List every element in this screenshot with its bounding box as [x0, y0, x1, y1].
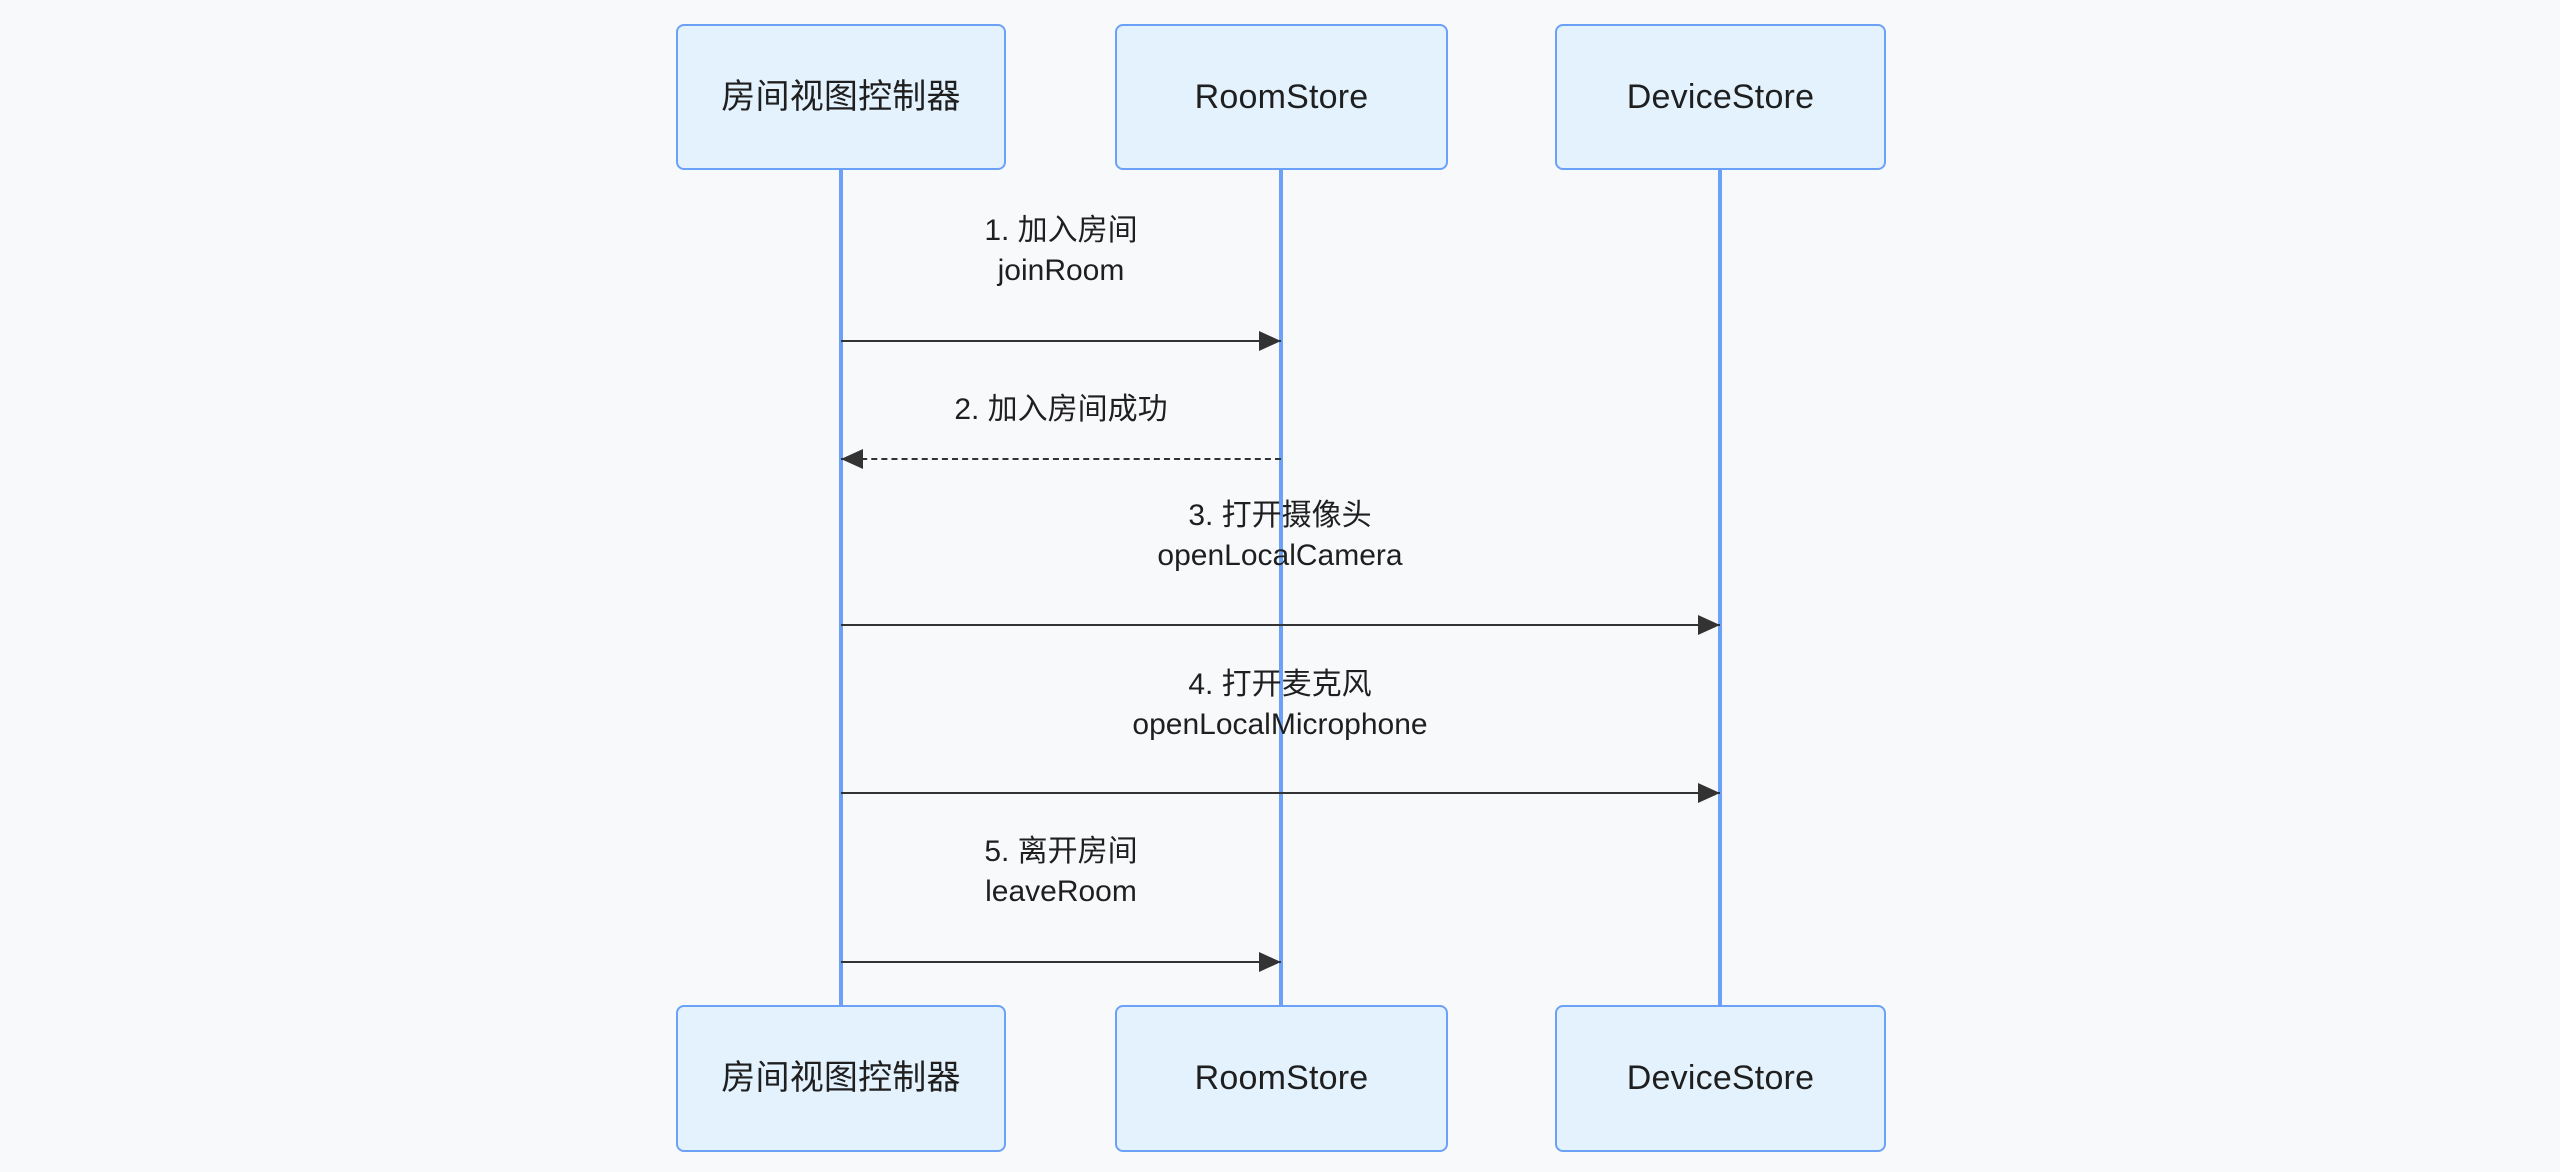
lifeline-room-store [1279, 170, 1283, 1005]
participant-box-top-device-store[interactable]: DeviceStore [1555, 24, 1886, 170]
message-label-line1-4: 4. 打开麦克风 [1188, 668, 1372, 701]
message-line-5 [841, 961, 1281, 963]
participant-label-device-store: DeviceStore [1626, 1059, 1815, 1098]
message-label-line2-4: openLocalMicrophone [1132, 707, 1428, 741]
participant-label-room-view-controller: 房间视图控制器 [721, 77, 961, 116]
message-label-line1-1: 1. 加入房间 [984, 214, 1138, 247]
message-label-2: 2. 加入房间成功 [954, 390, 1167, 430]
message-label-line1-2: 2. 加入房间成功 [954, 393, 1168, 426]
message-label-line2-1: joinRoom [997, 253, 1125, 287]
message-line-2 [841, 458, 1281, 460]
message-line-1 [841, 340, 1281, 342]
message-line-3 [841, 624, 1720, 626]
lifeline-device-store [1718, 170, 1722, 1005]
arrowhead-right-icon-1 [1259, 331, 1281, 351]
message-label-line2-5: leaveRoom [985, 874, 1137, 908]
participant-box-bottom-room-store[interactable]: RoomStore [1115, 1005, 1448, 1152]
participant-label-room-store: RoomStore [1194, 1059, 1369, 1098]
participant-label-room-view-controller: 房间视图控制器 [721, 1059, 961, 1098]
message-label-line1-3: 3. 打开摄像头 [1188, 499, 1372, 532]
arrowhead-right-icon-4 [1698, 783, 1720, 803]
arrowhead-left-icon-2 [841, 449, 863, 469]
arrowhead-right-icon-5 [1259, 952, 1281, 972]
participant-box-top-room-store[interactable]: RoomStore [1115, 24, 1448, 170]
message-label-1: 1. 加入房间 joinRoom [984, 211, 1137, 290]
message-label-line1-5: 5. 离开房间 [984, 835, 1138, 868]
participant-label-device-store: DeviceStore [1626, 77, 1815, 116]
message-label-line2-3: openLocalCamera [1157, 538, 1403, 572]
message-label-3: 3. 打开摄像头 openLocalCamera [1157, 496, 1402, 575]
message-label-4: 4. 打开麦克风 openLocalMicrophone [1132, 665, 1427, 744]
participant-box-bottom-room-view-controller[interactable]: 房间视图控制器 [676, 1005, 1006, 1152]
participant-box-top-room-view-controller[interactable]: 房间视图控制器 [676, 24, 1006, 170]
participant-box-bottom-device-store[interactable]: DeviceStore [1555, 1005, 1886, 1152]
participant-label-room-store: RoomStore [1194, 77, 1369, 116]
lifeline-room-view-controller [839, 170, 843, 1005]
message-line-4 [841, 792, 1720, 794]
arrowhead-right-icon-3 [1698, 615, 1720, 635]
message-label-5: 5. 离开房间 leaveRoom [984, 832, 1137, 911]
